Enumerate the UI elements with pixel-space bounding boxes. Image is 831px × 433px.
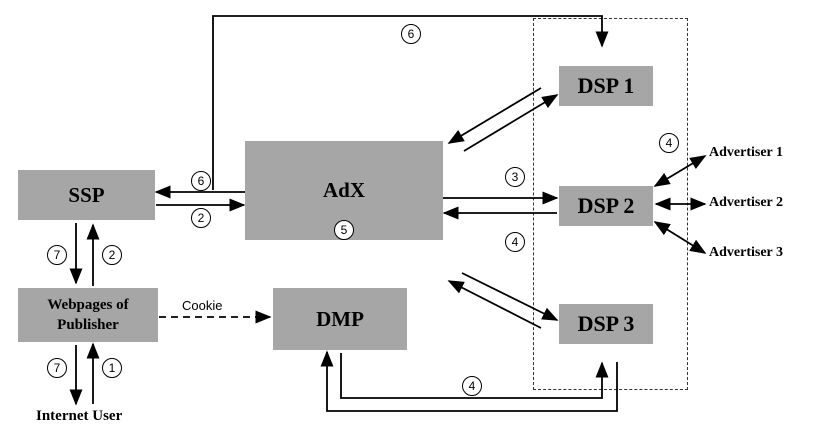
internet-user-label: Internet User — [36, 408, 123, 424]
publisher-box: Webpages of Publisher — [18, 288, 158, 342]
dsp3-box: DSP 3 — [559, 304, 653, 344]
advertiser1-label: Advertiser 1 — [709, 145, 783, 160]
publisher-label-line2: Publisher — [57, 317, 119, 333]
arrow-adx-to-dsp1 — [463, 94, 559, 152]
arrow-adx-to-dsp3 — [461, 272, 559, 321]
cookie-label: Cookie — [182, 298, 223, 313]
dsp2-box: DSP 2 — [559, 186, 653, 226]
adx-label: AdX — [322, 178, 365, 202]
step-6-top: 6 — [401, 24, 421, 44]
publisher-label-line1: Webpages of — [47, 297, 129, 313]
step-5-adx: 5 — [334, 220, 354, 240]
arrow-dsp1-to-adx — [447, 87, 542, 144]
ssp-box: SSP — [18, 170, 155, 220]
arrow-ssp-to-dsp-top — [212, 15, 609, 190]
advertiser3-label: Advertiser 3 — [709, 245, 783, 260]
step-6-ssp: 6 — [191, 171, 211, 191]
step-4-advertisers: 4 — [659, 133, 679, 153]
step-7-ssp-publisher: 7 — [47, 245, 67, 265]
ssp-label: SSP — [68, 182, 105, 207]
advertiser2-label: Advertiser 2 — [709, 195, 783, 210]
arrow-dsp2-advertiser3 — [653, 221, 707, 254]
arrow-dsp2-advertiser1 — [653, 155, 707, 187]
arrow-dsp3-to-adx — [447, 280, 542, 329]
step-4-dmp-dsp: 4 — [462, 376, 482, 396]
dsp1-box: DSP 1 — [559, 66, 653, 106]
step-2-publisher-ssp: 2 — [102, 245, 122, 265]
arrow-dmp-to-dsp — [340, 353, 609, 399]
step-4-dsp2-adx: 4 — [505, 232, 525, 252]
dsp2-label: DSP 2 — [577, 193, 635, 218]
dsp1-label: DSP 1 — [577, 73, 635, 98]
dsp3-label: DSP 3 — [577, 311, 635, 336]
step-1-user-publisher: 1 — [102, 358, 122, 378]
step-3-adx-dsp2: 3 — [505, 167, 525, 187]
dmp-label: DMP — [316, 306, 364, 331]
arrow-dsp-to-dmp — [320, 350, 618, 412]
step-7-publisher-user: 7 — [47, 358, 67, 378]
dmp-box: DMP — [273, 288, 407, 350]
step-2-ssp-adx: 2 — [191, 208, 211, 228]
